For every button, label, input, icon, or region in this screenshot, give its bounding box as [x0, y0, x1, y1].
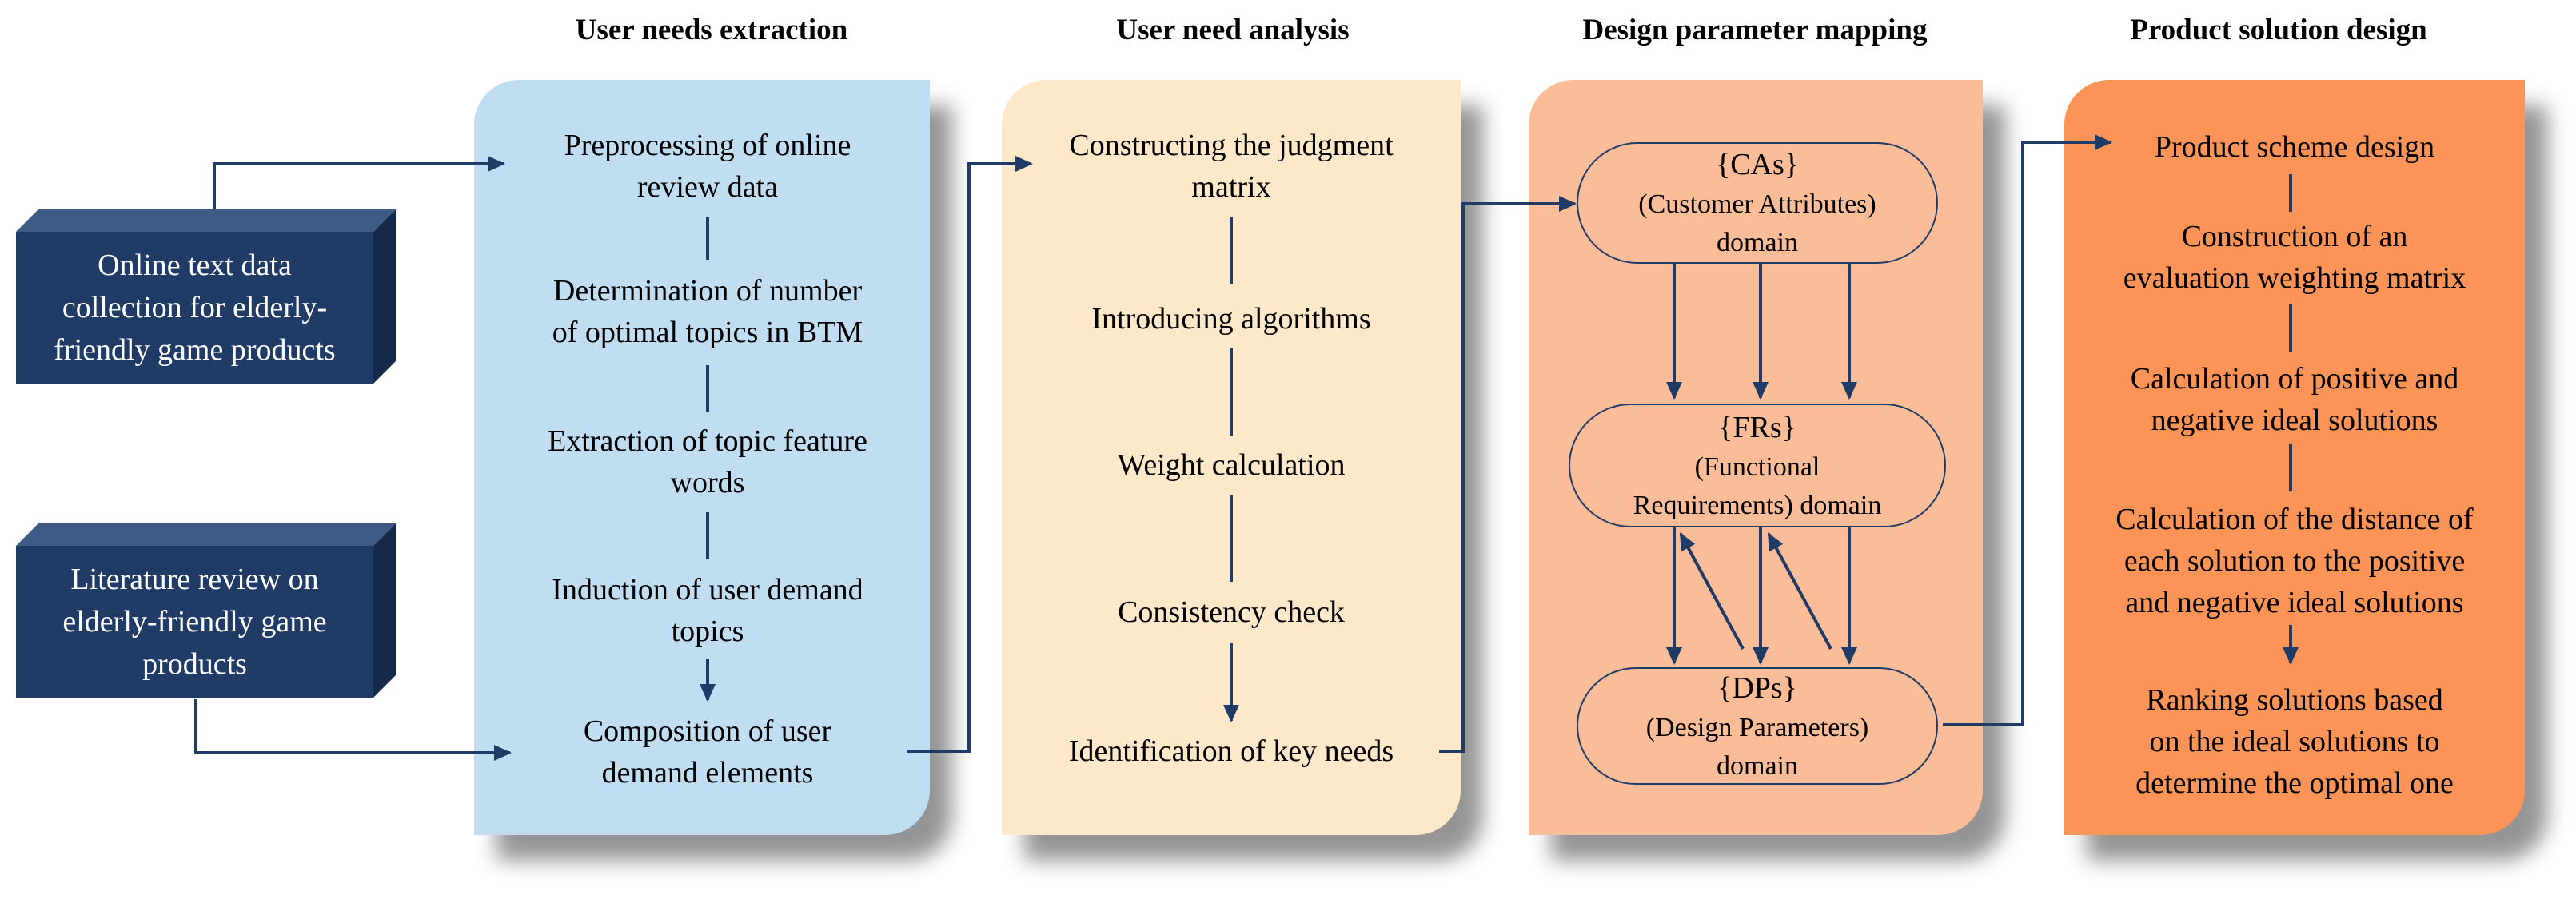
- step-preprocessing: Preprocessing of online review data: [480, 125, 935, 208]
- domain-abbr: {FRs}: [1718, 410, 1796, 444]
- step-distance-calculation: Calculation of the distance of each solu…: [2067, 499, 2522, 623]
- header-design-parameter-mapping: Design parameter mapping: [1582, 14, 1928, 46]
- domain-dps: {DPs} (Design Parameters) domain: [1577, 667, 1938, 785]
- step-text-line: Weight calculation: [1117, 448, 1346, 482]
- domain-text-line: domain: [1717, 228, 1798, 257]
- step-weight-calculation: Weight calculation: [1007, 444, 1455, 486]
- step-text-line: on the ideal solutions to: [2149, 725, 2440, 758]
- step-algorithms: Introducing algorithms: [1007, 298, 1455, 340]
- arrow-dps-to-frs-2: [1767, 532, 1832, 650]
- connector-analysis-to-mapping: [1439, 196, 1577, 753]
- step-text-line: each solution to the positive: [2123, 544, 2466, 578]
- step-key-needs: Identification of key needs: [1007, 730, 1455, 772]
- step-text-line: words: [670, 466, 745, 499]
- step-text-line: Product scheme design: [2154, 130, 2435, 164]
- domain-text-line: (Functional: [1694, 452, 1820, 482]
- domain-abbr: {DPs}: [1717, 670, 1797, 705]
- connector-literature-to-composition: [194, 699, 512, 761]
- header-user-need-analysis: User need analysis: [1116, 14, 1350, 46]
- literature-label: Literature review on elderly-friendly ga…: [16, 546, 373, 698]
- step-text-line: of optimal topics in BTM: [552, 316, 863, 349]
- panel-product-solution-design: [2064, 80, 2525, 835]
- step-text-line: Extraction of topic feature: [548, 424, 867, 458]
- step-text-line: and negative ideal solutions: [2125, 586, 2464, 619]
- step-text-line: negative ideal solutions: [2151, 404, 2438, 437]
- connector-mapping-to-solution: [1943, 134, 2112, 726]
- step-consistency-check: Consistency check: [1007, 591, 1455, 633]
- domain-cas: {CAs} (Customer Attributes) domain: [1577, 142, 1938, 264]
- step-demand-topics: Induction of user demand topics: [480, 569, 935, 652]
- step-text-line: Composition of user: [583, 714, 832, 748]
- domain-abbr: {CAs}: [1715, 148, 1800, 181]
- connector-online-to-preprocessing: [213, 156, 505, 209]
- header-user-needs-extraction: User needs extraction: [575, 14, 848, 46]
- step-feature-words: Extraction of topic feature words: [480, 420, 935, 503]
- domain-text-line: (Design Parameters): [1645, 712, 1869, 742]
- step-text-line: demand elements: [601, 756, 814, 790]
- step-text-line: evaluation weighting matrix: [2123, 261, 2466, 295]
- step-topic-number: Determination of number of optimal topic…: [480, 270, 935, 353]
- step-weighting-matrix: Construction of an evaluation weighting …: [2067, 216, 2522, 299]
- step-text-line: review data: [636, 170, 779, 204]
- domain-frs: {FRs} (Functional Requirements) domain: [1569, 404, 1946, 527]
- step-text-line: Calculation of positive and: [2130, 362, 2459, 396]
- step-text-line: topics: [671, 615, 744, 648]
- panel-user-needs-extraction: [474, 80, 930, 835]
- step-text-line: matrix: [1191, 170, 1271, 204]
- step-ideal-solutions: Calculation of positive and negative ide…: [2067, 358, 2522, 441]
- step-text-line: Induction of user demand: [552, 573, 863, 607]
- step-text-line: Determination of number: [552, 274, 863, 308]
- domain-text-line: Requirements) domain: [1633, 490, 1882, 520]
- step-demand-elements: Composition of user demand elements: [480, 710, 935, 794]
- step-text-line: Identification of key needs: [1068, 734, 1394, 768]
- step-text-line: Construction of an: [2181, 220, 2408, 253]
- step-scheme-design: Product scheme design: [2067, 126, 2522, 168]
- domain-text-line: (Customer Attributes): [1638, 189, 1876, 219]
- step-text-line: Introducing algorithms: [1091, 302, 1371, 336]
- domain-text-line: domain: [1717, 750, 1798, 781]
- connector-extraction-to-analysis: [907, 156, 1033, 753]
- step-text-line: Calculation of the distance of: [2115, 503, 2474, 536]
- step-text-line: Ranking solutions based: [2146, 683, 2443, 717]
- header-product-solution-design: Product solution design: [2130, 14, 2427, 46]
- step-text-line: determine the optimal one: [2135, 766, 2454, 800]
- step-judgment-matrix: Constructing the judgment matrix: [1007, 125, 1455, 208]
- step-text-line: Preprocessing of online: [564, 129, 851, 162]
- step-text-line: Consistency check: [1118, 595, 1345, 629]
- arrow-dps-to-frs-1: [1679, 532, 1745, 650]
- online-data-label: Online text data collection for elderly-…: [16, 232, 373, 384]
- step-text-line: Constructing the judgment: [1069, 129, 1394, 162]
- step-ranking: Ranking solutions based on the ideal sol…: [2067, 679, 2522, 804]
